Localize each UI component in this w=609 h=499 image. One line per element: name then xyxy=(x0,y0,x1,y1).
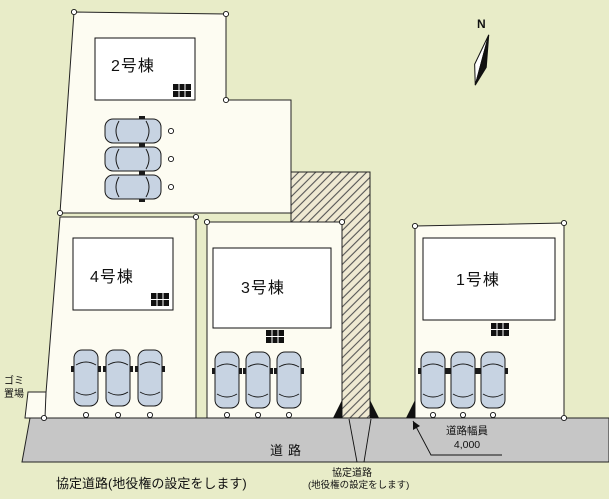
grid-hatch-icon xyxy=(172,83,192,98)
garbage-area-shape xyxy=(24,391,47,419)
agreement-road-callout-title: 協定道路 xyxy=(332,468,372,479)
building-3-label: 3号棟 xyxy=(241,280,285,297)
callout-leader-lines xyxy=(348,418,372,463)
grid-hatch-icon xyxy=(265,329,285,344)
car-icon xyxy=(104,171,162,203)
car-icon xyxy=(242,351,274,409)
car-icon xyxy=(477,351,509,409)
grid-hatch-icon xyxy=(490,322,510,337)
agreement-road-callout-sub: (地役権の設定をします) xyxy=(308,480,410,491)
car-icon xyxy=(102,349,134,407)
car-icon xyxy=(211,351,243,409)
road-label: 道路 xyxy=(270,443,307,458)
building-unit-1 xyxy=(422,237,556,321)
curb-flares xyxy=(333,400,415,418)
road-width-leader xyxy=(412,420,502,456)
north-arrow-icon xyxy=(474,34,490,86)
grid-hatch-icon xyxy=(150,292,170,307)
building-unit-3 xyxy=(212,247,332,329)
car-icon xyxy=(273,351,305,409)
north-label: N xyxy=(477,17,486,31)
car-icon xyxy=(417,351,449,409)
survey-point-markers xyxy=(40,8,568,422)
road-width-label: 道路幅員 xyxy=(446,425,488,437)
car-icon xyxy=(447,351,479,409)
agreement-road-note: 協定道路(地役権の設定をします) xyxy=(56,476,247,491)
building-unit-4 xyxy=(72,237,174,311)
road-surface xyxy=(21,417,609,463)
car-icon xyxy=(70,349,102,407)
road-width-annotation: 道路幅員 4,000 xyxy=(428,424,506,452)
building-1-label: 1号棟 xyxy=(456,272,500,289)
car-icon xyxy=(104,143,162,175)
car-icon xyxy=(104,115,162,147)
building-4-label: 4号棟 xyxy=(90,269,134,286)
car-icon xyxy=(134,349,166,407)
building-2-label: 2号棟 xyxy=(111,58,155,75)
garbage-area-label: ゴミ置場 xyxy=(4,376,24,400)
road-width-value: 4,000 xyxy=(453,439,481,452)
